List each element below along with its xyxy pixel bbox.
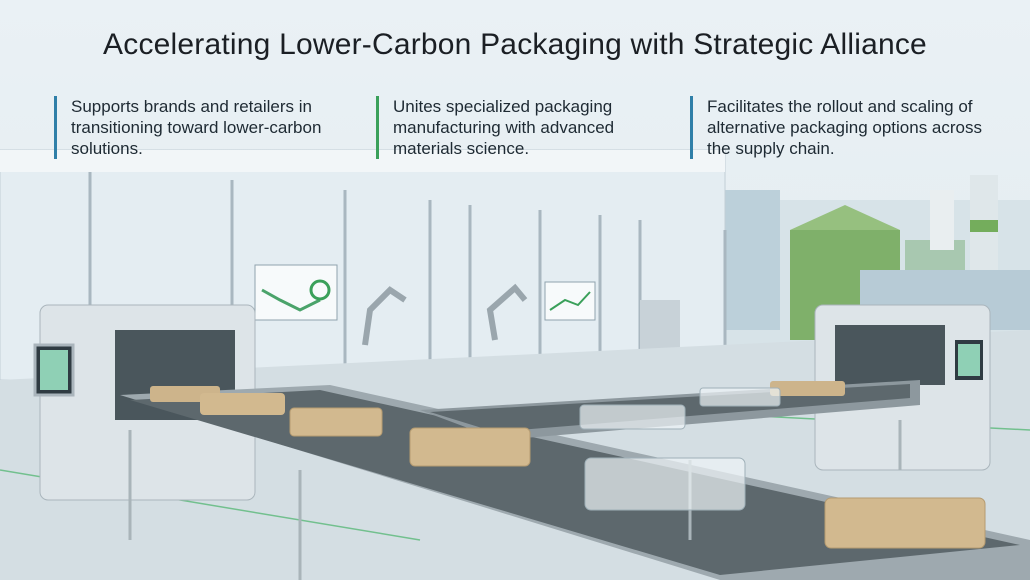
- pulp-trays: [150, 381, 986, 549]
- clear-trays: [579, 387, 781, 511]
- key-point-manufacturing: Unites specialized packaging manufacturi…: [376, 96, 673, 159]
- page-title: Accelerating Lower-Carbon Packaging with…: [103, 28, 927, 61]
- key-point-brands: Supports brands and retailers in transit…: [54, 96, 351, 159]
- key-point-supply-chain: Facilitates the rollout and scaling of a…: [690, 96, 1007, 159]
